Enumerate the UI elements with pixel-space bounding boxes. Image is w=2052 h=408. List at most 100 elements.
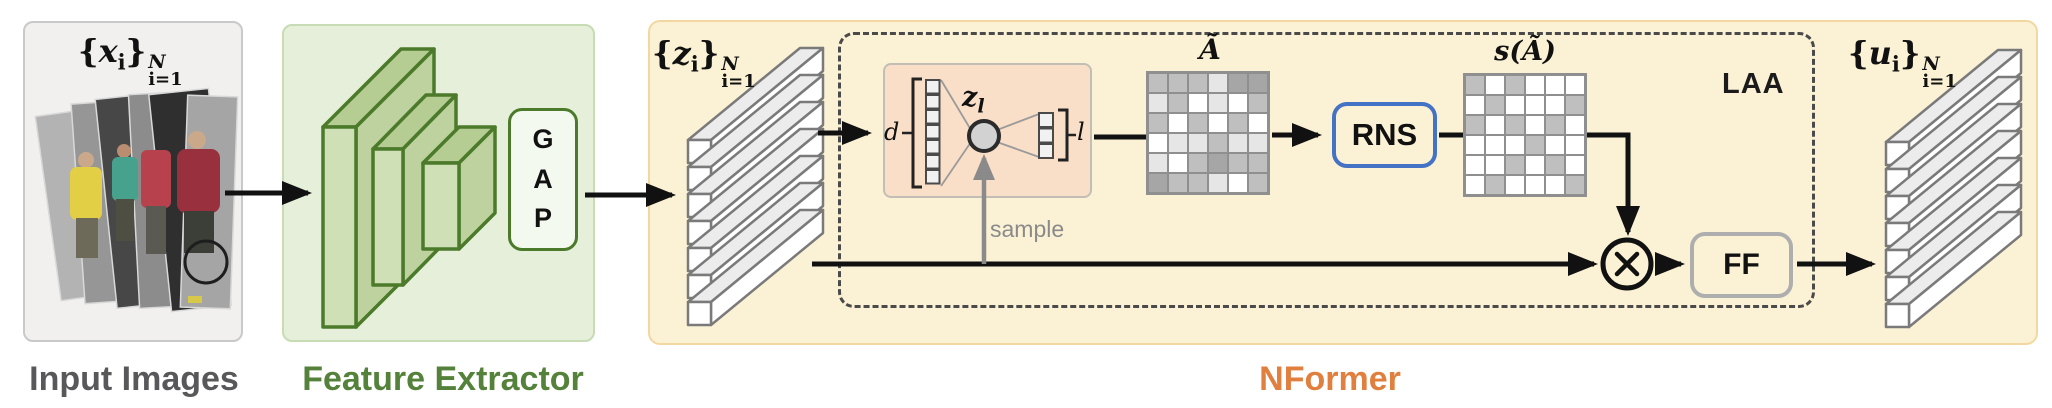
landmark-sampler-box — [883, 63, 1092, 198]
rns-block: RNS — [1332, 102, 1437, 168]
gap-letter: A — [533, 163, 553, 194]
matrix-cell — [1148, 173, 1168, 193]
matrix-cell — [1525, 135, 1545, 155]
matrix-cell — [1525, 95, 1545, 115]
ff-label: FF — [1723, 248, 1760, 281]
matrix-cell — [1505, 155, 1525, 175]
matrix-cell — [1148, 153, 1168, 173]
matrix-cell — [1248, 73, 1268, 93]
matrix-cell — [1465, 115, 1485, 135]
matrix-cell — [1208, 173, 1228, 193]
matrix-cell — [1565, 155, 1585, 175]
matrix-cell — [1485, 115, 1505, 135]
nformer-panel — [648, 20, 2038, 345]
sup: N — [148, 51, 166, 73]
sparse-affinity-matrix — [1463, 73, 1587, 197]
brace: { — [78, 32, 99, 70]
matrix-cell — [1545, 175, 1565, 195]
matrix-cell — [1485, 95, 1505, 115]
gap-letter: G — [532, 123, 554, 154]
matrix-cell — [1525, 155, 1545, 175]
matrix-cell — [1148, 133, 1168, 153]
matrix-cell — [1525, 115, 1545, 135]
matrix-cell — [1505, 135, 1525, 155]
matrix-cell — [1485, 135, 1505, 155]
sub: i — [117, 49, 126, 75]
matrix-cell — [1208, 93, 1228, 113]
matrix-cell — [1228, 113, 1248, 133]
matrix-cell — [1228, 133, 1248, 153]
laa-dashed-box — [838, 32, 1815, 308]
sub: i — [690, 51, 699, 77]
matrix-cell — [1248, 93, 1268, 113]
var: u — [1868, 34, 1892, 72]
matrix-cell — [1465, 75, 1485, 95]
matrix-cell — [1565, 95, 1585, 115]
matrix-cell — [1545, 155, 1565, 175]
matrix-cell — [1505, 115, 1525, 135]
var: x — [98, 32, 118, 70]
subeq: i=1 — [148, 69, 183, 91]
matrix-cell — [1188, 113, 1208, 133]
brace: } — [1899, 34, 1921, 72]
matrix-cell — [1248, 153, 1268, 173]
matrix-cell — [1565, 135, 1585, 155]
matrix-cell — [1168, 93, 1188, 113]
matrix-cell — [1188, 173, 1208, 193]
matrix-cell — [1168, 73, 1188, 93]
matrix-cell — [1208, 133, 1228, 153]
brace: } — [698, 34, 720, 72]
subeq: i=1 — [721, 71, 756, 93]
matrix-cell — [1545, 75, 1565, 95]
rns-label: RNS — [1351, 117, 1418, 152]
laa-label: LAA — [1722, 68, 1785, 100]
matrix-cell — [1188, 73, 1208, 93]
matrix-cell — [1228, 93, 1248, 113]
affinity-matrix — [1146, 71, 1270, 195]
matrix-cell — [1545, 135, 1565, 155]
matrix-cell — [1168, 113, 1188, 133]
matrix-cell — [1545, 95, 1565, 115]
matrix-cell — [1465, 95, 1485, 115]
brace: { — [1848, 34, 1869, 72]
brace: } — [125, 32, 147, 70]
d-dim-label: d — [884, 118, 900, 146]
matrix-cell — [1505, 75, 1525, 95]
sparse-matrix-title: s(Ã) — [1494, 36, 1556, 67]
var: z — [672, 34, 691, 72]
matrix-cell — [1545, 115, 1565, 135]
matrix-cell — [1248, 173, 1268, 193]
matrix-cell — [1208, 113, 1228, 133]
matrix-cell — [1188, 153, 1208, 173]
gap-letter: P — [533, 203, 552, 234]
zl-sub: l — [977, 95, 985, 118]
matrix-cell — [1465, 135, 1485, 155]
matrix-cell — [1148, 93, 1168, 113]
matrix-cell — [1485, 155, 1505, 175]
zl-var: z — [962, 82, 978, 113]
matrix-cell — [1208, 73, 1228, 93]
l-dim-label: l — [1077, 118, 1085, 146]
matrix-cell — [1465, 175, 1485, 195]
matrix-cell — [1168, 153, 1188, 173]
matrix-cell — [1505, 95, 1525, 115]
matrix-cell — [1188, 93, 1208, 113]
matrix-cell — [1565, 115, 1585, 135]
input-images-caption: Input Images — [29, 360, 239, 398]
matrix-cell — [1188, 133, 1208, 153]
matrix-cell — [1228, 173, 1248, 193]
feature-extractor-caption: Feature Extractor — [302, 360, 584, 398]
matrix-cell — [1148, 73, 1168, 93]
sub: i — [1891, 51, 1900, 77]
affinity-matrix-title: Ã — [1199, 33, 1221, 66]
matrix-cell — [1208, 153, 1228, 173]
matrix-cell — [1525, 75, 1545, 95]
matrix-cell — [1505, 175, 1525, 195]
matrix-cell — [1168, 133, 1188, 153]
sample-label: sample — [990, 216, 1065, 242]
matrix-cell — [1485, 175, 1505, 195]
